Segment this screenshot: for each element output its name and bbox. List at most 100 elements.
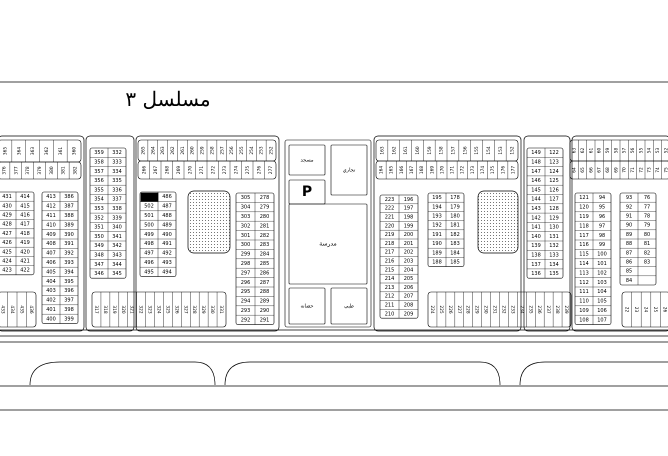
plot-number: 204: [404, 267, 414, 273]
bottom-row-6-frame: [621, 291, 668, 328]
plot-number: 303: [241, 214, 251, 220]
plot-number: 131: [549, 234, 559, 240]
plot-number: 334: [112, 169, 122, 175]
plot-number: 100: [597, 252, 607, 258]
plot-number: 336: [112, 187, 122, 193]
plot-number: 69: [613, 167, 619, 173]
plot-number: 94: [599, 195, 605, 201]
plot-number: 83: [644, 260, 650, 266]
plot-number: 115: [579, 252, 589, 258]
plot-number: 362: [44, 147, 50, 155]
plot-number: 386: [64, 194, 74, 200]
plot-number: 86: [626, 260, 632, 266]
plot-number: 435: [18, 305, 24, 313]
plot-number: 411: [46, 213, 56, 219]
plot-number: 397: [64, 298, 74, 304]
plot-number: 380: [49, 166, 55, 174]
plot-number: 140: [531, 234, 541, 240]
plot-number: 305: [241, 195, 251, 201]
plot-number: 493: [162, 260, 172, 266]
plot-number: 133: [549, 252, 559, 258]
plot-number: 102: [597, 270, 607, 276]
plot-number: 290: [260, 308, 270, 314]
block-outline: [373, 135, 522, 332]
plot-number: 196: [404, 197, 414, 203]
plot-number: 82: [644, 250, 650, 256]
plot-number: 206: [404, 285, 414, 291]
plot-number: 424: [2, 259, 12, 265]
plot-number: 331: [218, 305, 224, 313]
plot-number: 227: [456, 305, 462, 313]
plot-number: 76: [644, 195, 650, 201]
plot-number: 224: [429, 305, 435, 313]
plot-number: 421: [20, 259, 30, 265]
plot-number: 60: [597, 148, 603, 154]
mosque-plot: [288, 144, 326, 176]
plot-number: 255: [239, 146, 245, 154]
plot-number: 491: [162, 241, 172, 247]
plot-number: 87: [626, 250, 632, 256]
plot-number: 363: [30, 147, 36, 155]
plot-number: 342: [112, 243, 122, 249]
plot-number: 73: [647, 167, 653, 173]
plot-number: 419: [20, 240, 30, 246]
plot-number: 321: [129, 305, 135, 313]
plot-number: 381: [61, 166, 67, 174]
plot-number: 194: [432, 204, 442, 210]
plot-number: 268: [164, 166, 170, 174]
plot-number: 420: [20, 249, 30, 255]
plot-number: 182: [450, 232, 460, 238]
plot-number: 318: [102, 305, 108, 313]
plot-number: 71: [630, 167, 636, 173]
road-median: [29, 361, 216, 386]
school-plot: [288, 203, 368, 285]
plot-number: 387: [64, 204, 74, 210]
plot-number: 119: [579, 214, 589, 220]
plot-number: 171: [450, 166, 456, 174]
plot-number: 502: [144, 204, 154, 210]
plot-number: 232: [500, 305, 506, 313]
plot-number: 328: [191, 305, 197, 313]
plot-number: 415: [20, 203, 30, 209]
plot-number: 407: [46, 251, 56, 257]
plot-number: 257: [219, 146, 225, 154]
plot-number: 138: [531, 252, 541, 258]
plot-number: 54: [647, 148, 653, 154]
plot-number: 488: [162, 213, 172, 219]
plot-number: 56: [630, 148, 636, 154]
block-outline: [0, 135, 85, 332]
plot-number: 292: [241, 317, 251, 323]
plot-number: 320: [120, 305, 126, 313]
bottom-row-2-frame: [91, 291, 227, 328]
plot-number: 74: [655, 167, 661, 173]
plot-number: 376: [1, 166, 7, 174]
plot-number: 330: [209, 305, 215, 313]
plot-number: 399: [64, 316, 74, 322]
plot-number: 162: [391, 146, 397, 154]
plot-number: 96: [599, 214, 605, 220]
daycare-label: حضانة: [300, 304, 313, 310]
plot-number: 118: [579, 223, 589, 229]
daycare-plot: [288, 287, 326, 325]
plot-number: 116: [579, 242, 589, 248]
road-median: [519, 361, 668, 386]
plot-number: 498: [144, 241, 154, 247]
plot-number: 165: [389, 166, 395, 174]
plot-number: 164: [379, 166, 385, 174]
plot-number: 229: [474, 305, 480, 313]
plot-number: 172: [460, 166, 466, 174]
green-area-hatched: [187, 190, 231, 254]
plot-number: 277: [268, 166, 274, 174]
plot-number: 296: [241, 280, 251, 286]
plot-number: 335: [112, 178, 122, 184]
plot-number: 348: [94, 252, 104, 258]
plot-number: 147: [531, 169, 541, 175]
plot-number: 61: [588, 148, 594, 154]
plot-number: 422: [20, 268, 30, 274]
plot-number: 283: [260, 242, 270, 248]
plot-number: 200: [404, 232, 414, 238]
commercial-label: تجاري: [343, 168, 356, 174]
plot-number: 349: [94, 243, 104, 249]
